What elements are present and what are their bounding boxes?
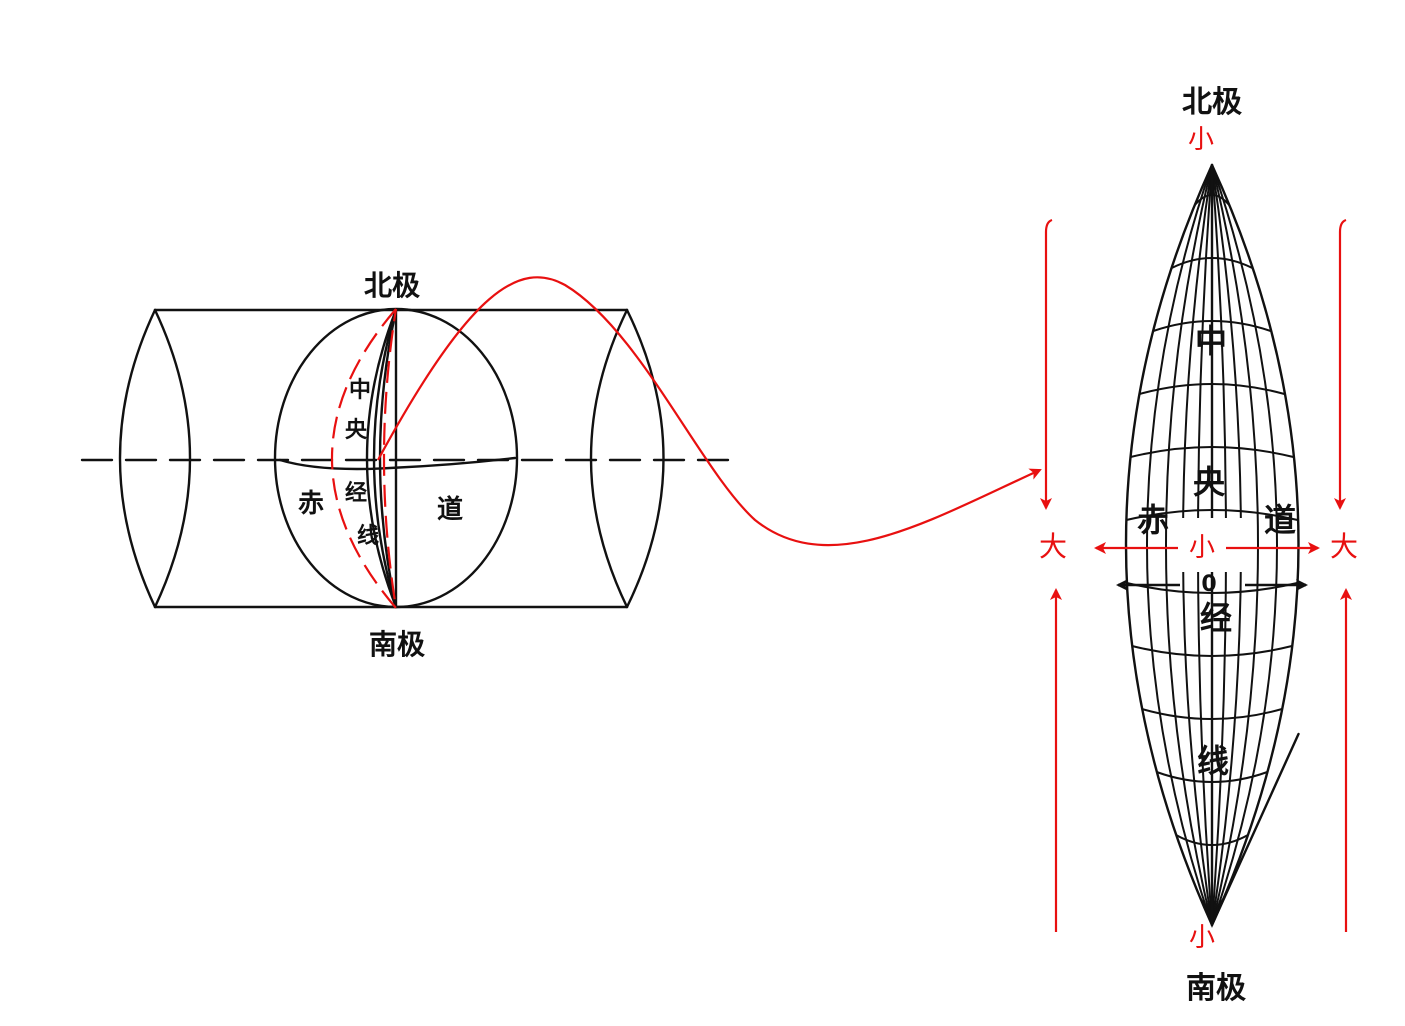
- grid-meridian-line: [1211, 164, 1278, 926]
- cylinder-right-end: [589, 308, 665, 609]
- left-meridian-char-3: 经: [345, 480, 367, 506]
- projection-outline-right: [1210, 163, 1300, 927]
- right-meridian-char-4: 线: [1197, 742, 1229, 780]
- right-distortion-indicator: [1334, 218, 1352, 932]
- left-south-pole-label: 南极: [369, 628, 425, 661]
- equator-curve: [278, 456, 517, 471]
- right-equator-label-right: 道: [1264, 501, 1296, 539]
- projection-connector-curve: [377, 276, 1042, 547]
- cylinder-left-end: [118, 308, 192, 609]
- left-large-label: 大: [1039, 530, 1067, 563]
- left-meridian-char-2: 央: [345, 417, 368, 443]
- left-north-pole-label: 北极: [364, 269, 420, 302]
- grid-meridian-line: [1211, 164, 1259, 926]
- center-small-label: 小: [1189, 533, 1215, 563]
- left-meridian-char-4: 线: [357, 523, 379, 549]
- right-equator-label-left: 赤: [1137, 501, 1169, 539]
- left-equator-label-right: 道: [437, 494, 463, 525]
- top-small-label: 小: [1188, 125, 1214, 155]
- meridian-curves: [365, 308, 398, 609]
- left-meridian-char-1: 中: [349, 378, 371, 403]
- grid-meridian-line: [1146, 164, 1213, 926]
- left-equator-label-left: 赤: [298, 489, 324, 519]
- projection-outline: [1124, 163, 1300, 928]
- right-meridian-char-3: 经: [1200, 599, 1232, 637]
- cylinder-globe-diagram: 北极 南极 中 央 经 线 赤 道: [80, 269, 1042, 661]
- left-distortion-indicator: [1040, 218, 1062, 932]
- right-meridian-char-2: 央: [1193, 463, 1226, 501]
- central-meridian-highlight: [330, 308, 398, 612]
- bottom-small-label: 小: [1189, 923, 1215, 953]
- right-south-pole-label: 南极: [1186, 971, 1246, 1006]
- equator-label-backing: [1180, 518, 1244, 572]
- grid-meridian-line: [1165, 164, 1213, 926]
- right-large-label: 大: [1330, 530, 1358, 563]
- right-meridian-char-1: 中: [1195, 322, 1227, 360]
- meridian-degree-label: 0: [1201, 572, 1216, 597]
- right-north-pole-label: 北极: [1182, 85, 1242, 120]
- projection-grid-diagram: 北极 南极 小 小 小 大 大 中 央 0 经 线 赤 道: [1039, 85, 1358, 1006]
